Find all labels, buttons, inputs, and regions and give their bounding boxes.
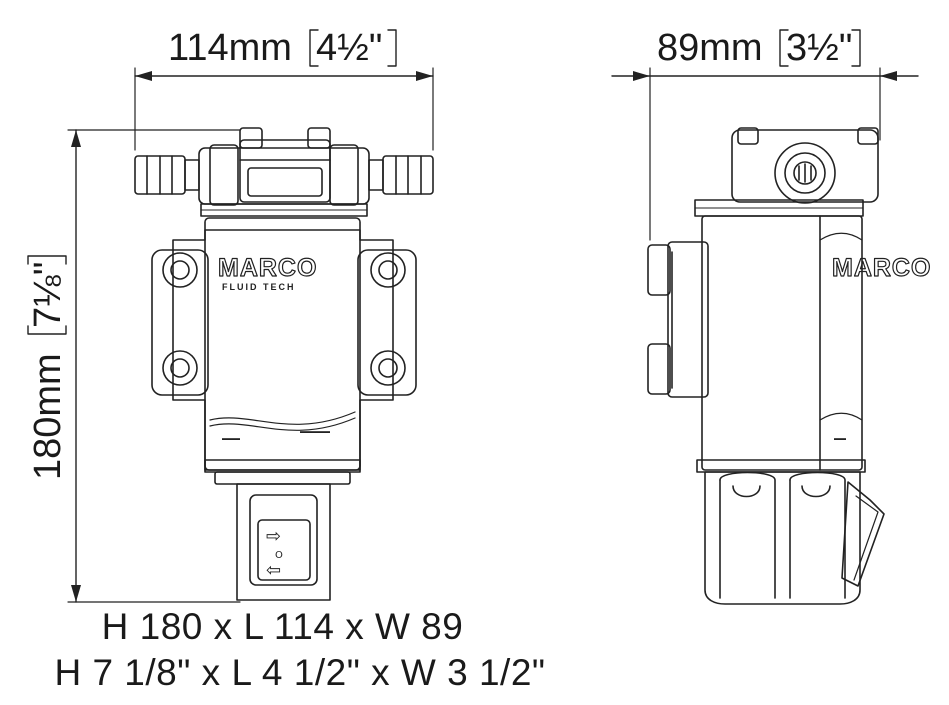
brand-logo: MARCO [218, 254, 317, 282]
width-inch-label: 3½" [786, 27, 852, 69]
right-hose-barb [368, 155, 434, 195]
motor-body: ▬▬▬ ▬▬▬▬▬ MARCO FLUID TECH [151, 217, 417, 473]
switch-reverse-icon: ⇦ [266, 560, 281, 581]
metric-dimensions-caption: H 180 x L 114 x W 89 [101, 606, 464, 647]
width-dimension: 89mm 3½" [611, 27, 919, 241]
pump-head [198, 127, 370, 217]
switch-housing: ⇨ O ⇦ [214, 471, 351, 601]
svg-text:▬▬▬▬▬: ▬▬▬▬▬ [300, 429, 330, 435]
side-lower-housing [704, 471, 885, 605]
side-brand-logo: MARCO [832, 254, 931, 282]
height-inch-label: 7⅛" [27, 262, 69, 328]
height-mm-label: 180mm [27, 353, 69, 480]
length-dimension: 114mm 4½" [134, 27, 434, 151]
length-mm-label: 114mm [168, 27, 292, 69]
svg-text:▬▬: ▬▬ [834, 436, 846, 442]
switch-forward-icon: ⇨ [266, 526, 281, 547]
length-inch-label: 4½" [316, 27, 382, 69]
side-pump-head [694, 127, 879, 217]
imperial-dimensions-caption: H 7 1/8" x L 4 1/2" x W 3 1/2" [54, 652, 546, 693]
switch-off-icon: O [275, 550, 283, 561]
side-view: MARCO ▬▬ [647, 127, 931, 605]
height-dimension: 180mm 7⅛" [27, 129, 241, 603]
svg-text:▬▬▬: ▬▬▬ [222, 436, 240, 442]
width-mm-label: 89mm [657, 27, 763, 69]
front-view: ▬▬▬ ▬▬▬▬▬ MARCO FLUID TECH ⇨ O ⇦ [134, 127, 434, 601]
left-hose-barb [134, 155, 200, 195]
brand-subtitle: FLUID TECH [222, 282, 296, 292]
side-motor-body: MARCO ▬▬ [647, 215, 931, 473]
